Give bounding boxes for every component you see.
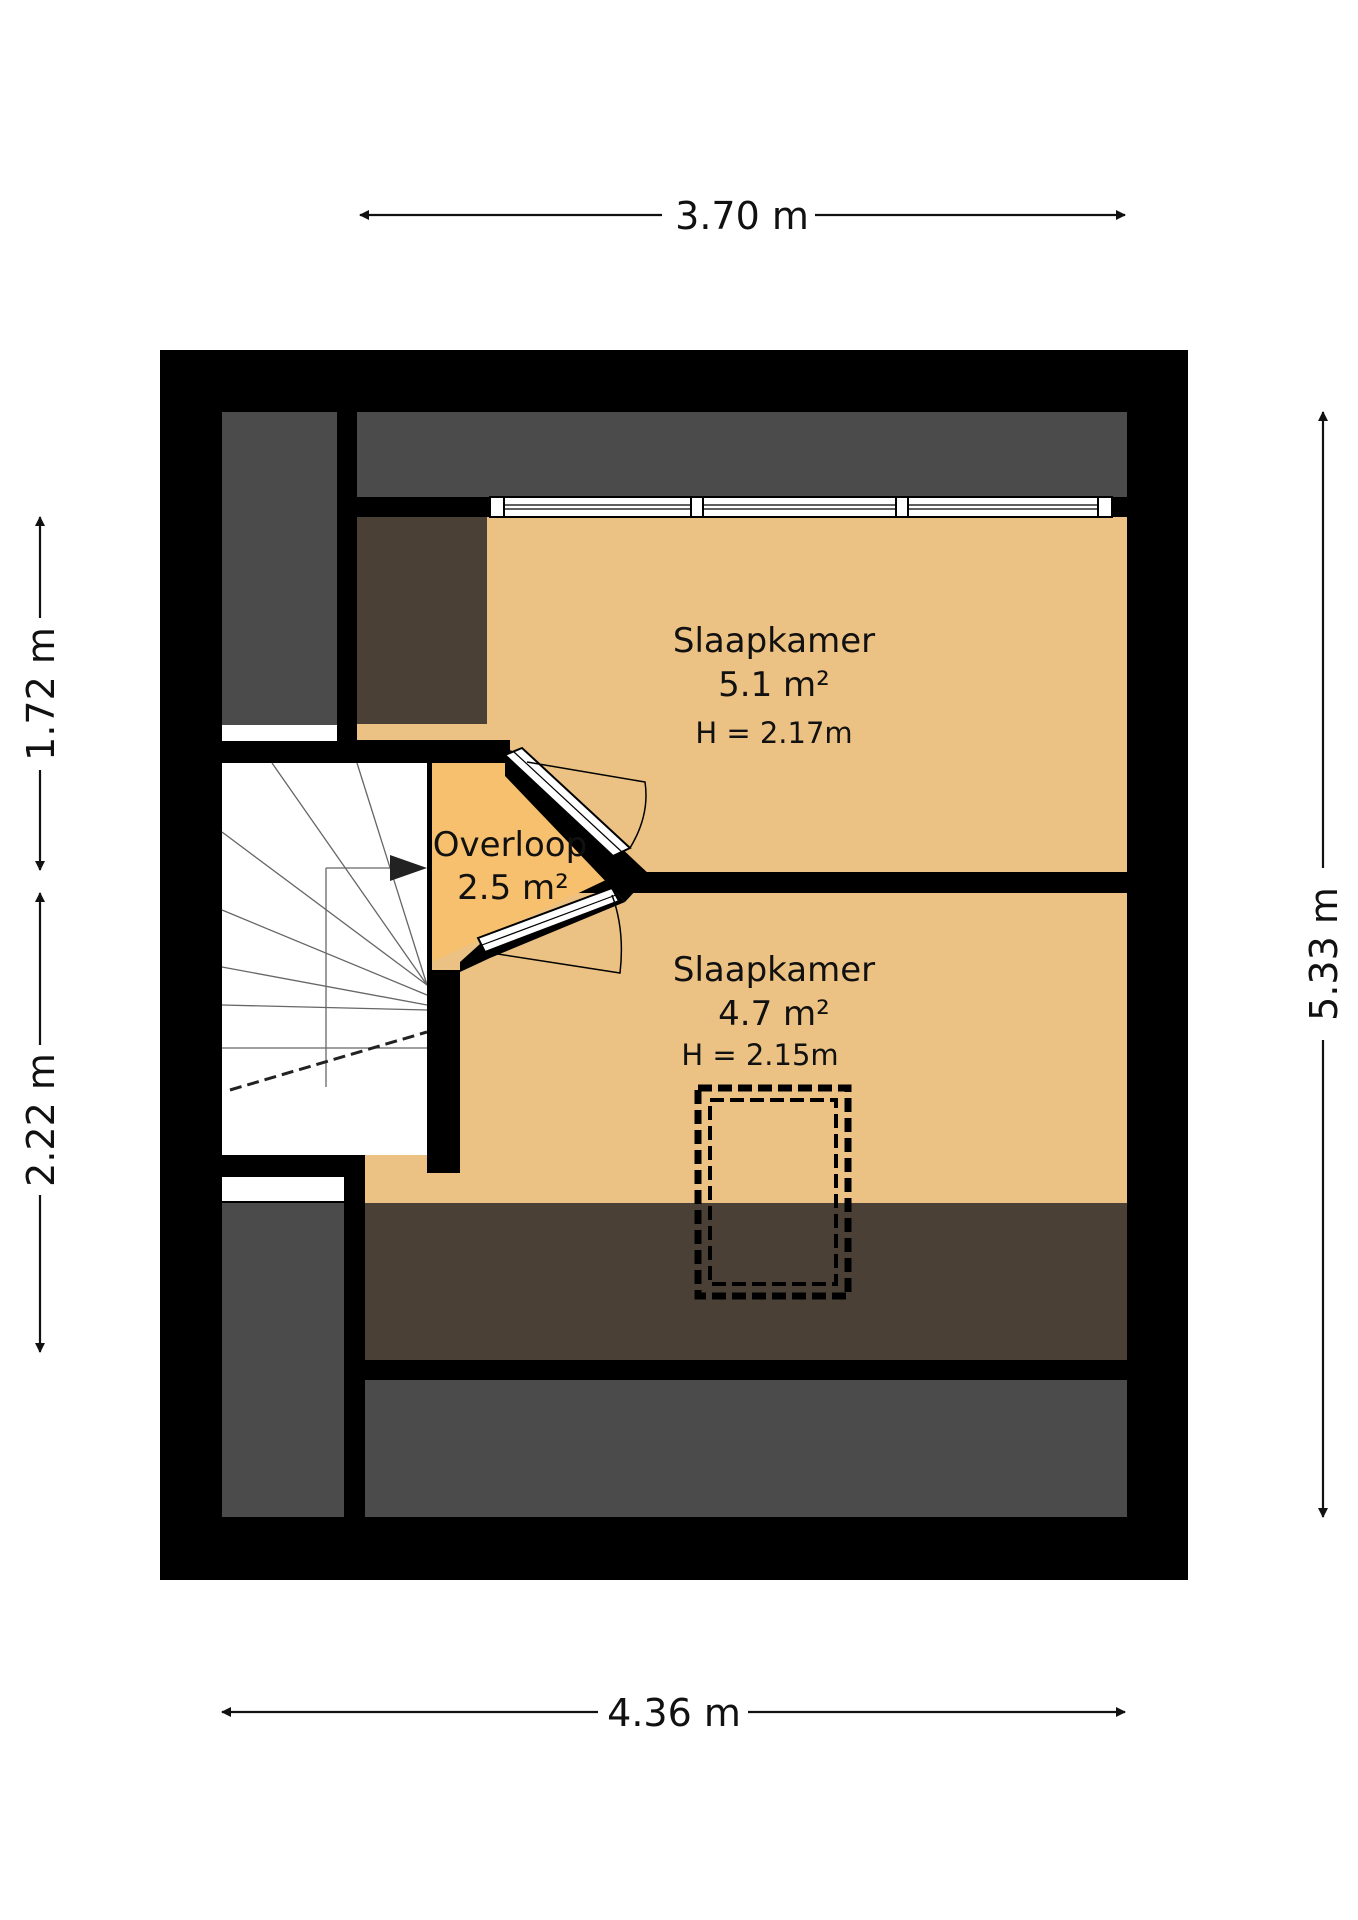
door-bedroom-top xyxy=(503,746,647,858)
dimension-lines xyxy=(35,210,1328,1717)
room-area-bedroom-bottom: 4.7 m² xyxy=(718,994,830,1034)
room-height-bedroom-bottom: H = 2.15m xyxy=(681,1038,838,1072)
low-ceiling-zone-top xyxy=(357,517,487,724)
knee-wall-space-top xyxy=(357,412,1127,497)
room-label-bedroom-top: Slaapkamer xyxy=(673,621,875,661)
dimension-right-height: 5.33 m xyxy=(1302,887,1346,1021)
room-height-bedroom-top: H = 2.17m xyxy=(695,716,852,750)
knee-wall-space-top-left xyxy=(222,412,337,740)
roof-window-top xyxy=(489,496,1113,518)
wall-gap-top-left xyxy=(222,725,337,741)
knee-wall-space-bottom-left xyxy=(222,1203,344,1517)
stairwell xyxy=(222,763,427,1155)
dimension-top-width: 3.70 m xyxy=(675,194,809,238)
door-bedroom-bottom xyxy=(476,886,623,974)
dimension-left-upper: 1.72 m xyxy=(19,627,63,761)
dimension-bottom-width: 4.36 m xyxy=(607,1691,741,1735)
knee-wall-space-bottom xyxy=(365,1380,1127,1517)
low-ceiling-zone-bottom xyxy=(365,1203,1127,1360)
room-area-bedroom-top: 5.1 m² xyxy=(718,665,830,705)
dimension-left-lower: 2.22 m xyxy=(19,1053,63,1187)
room-area-landing: 2.5 m² xyxy=(457,868,569,908)
room-label-landing: Overloop xyxy=(433,825,587,865)
landing-floor xyxy=(432,763,627,962)
room-label-bedroom-bottom: Slaapkamer xyxy=(673,950,875,990)
skylight xyxy=(694,1084,852,1300)
stair-cut-line xyxy=(229,1030,428,1092)
stair-direction-arrow xyxy=(390,855,427,881)
wall-gap-bottom-left xyxy=(222,1177,344,1201)
stair-treads xyxy=(221,762,428,1087)
